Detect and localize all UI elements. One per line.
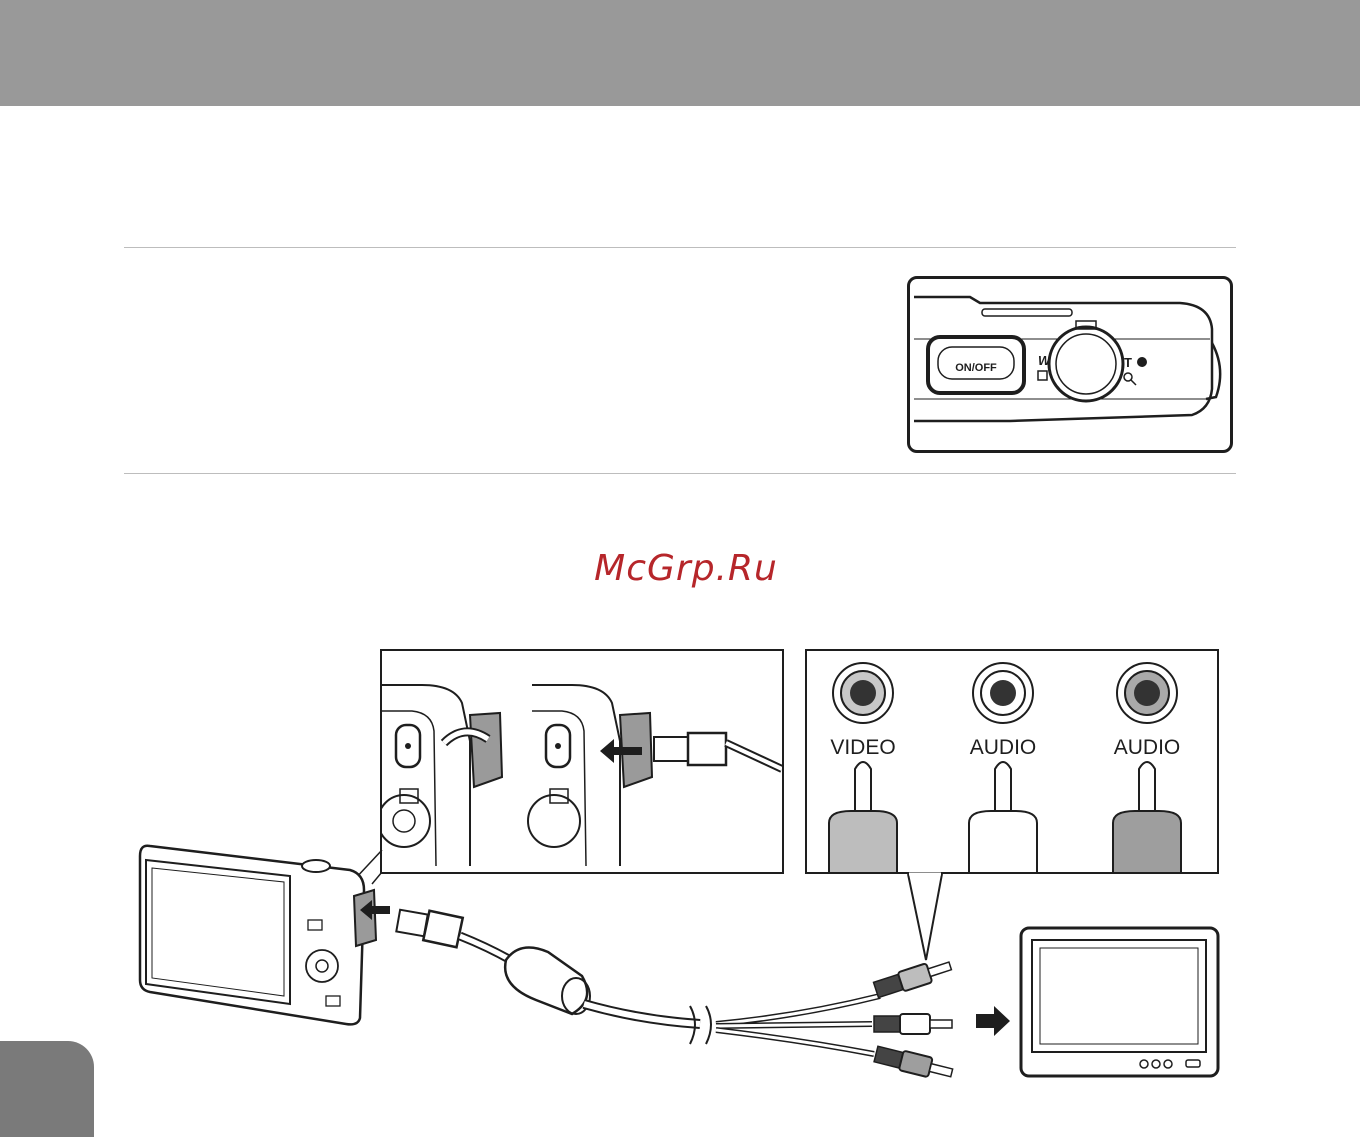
jack-video: VIDEO bbox=[828, 662, 898, 872]
section-divider-bottom bbox=[124, 473, 1236, 474]
television-icon bbox=[1019, 926, 1220, 1078]
rca-plug-audio-red bbox=[873, 1045, 954, 1078]
header-bar bbox=[0, 0, 1360, 106]
camera-illustration bbox=[138, 844, 390, 1026]
jack-label-audio-left: AUDIO bbox=[970, 736, 1037, 759]
insert-plug-arrow-icon bbox=[600, 739, 642, 763]
jack-plug-set: VIDEO AUDIO AUDIO bbox=[828, 662, 1182, 872]
plug-body-1 bbox=[968, 810, 1038, 872]
magnify-icon bbox=[1123, 372, 1133, 382]
plug-body-0 bbox=[828, 810, 898, 872]
port-cover-steps bbox=[382, 684, 782, 867]
multi-selector-icon bbox=[305, 949, 339, 983]
av-port-detail-illustration bbox=[380, 649, 784, 874]
ferrite-core bbox=[503, 946, 591, 1016]
jack-label-audio-right: AUDIO bbox=[1114, 736, 1181, 759]
jack-audio-left: AUDIO bbox=[968, 662, 1038, 872]
help-icon bbox=[1137, 357, 1147, 367]
zoom-tele-label: T bbox=[1124, 355, 1132, 370]
right-arrow-icon bbox=[976, 1006, 1010, 1036]
rca-plug-audio-white bbox=[873, 1013, 953, 1035]
watermark-text: McGrp.Ru bbox=[594, 548, 778, 589]
shutter-button-icon bbox=[301, 859, 331, 873]
chapter-tab bbox=[0, 1041, 94, 1137]
section-divider-top bbox=[124, 247, 1236, 248]
on-off-label: ON/OFF bbox=[955, 362, 997, 374]
rca-plug-video bbox=[872, 961, 953, 999]
jack-label-video: VIDEO bbox=[830, 736, 895, 759]
plug-body-2 bbox=[1112, 810, 1182, 872]
tv-input-jacks-detail: VIDEO AUDIO AUDIO bbox=[805, 649, 1219, 874]
camera-top-view: ON/OFF W T bbox=[914, 295, 1222, 423]
connect-arrow-icon bbox=[360, 900, 390, 920]
power-button-illustration: ON/OFF W T bbox=[907, 276, 1233, 453]
jack-audio-right: AUDIO bbox=[1112, 662, 1182, 872]
